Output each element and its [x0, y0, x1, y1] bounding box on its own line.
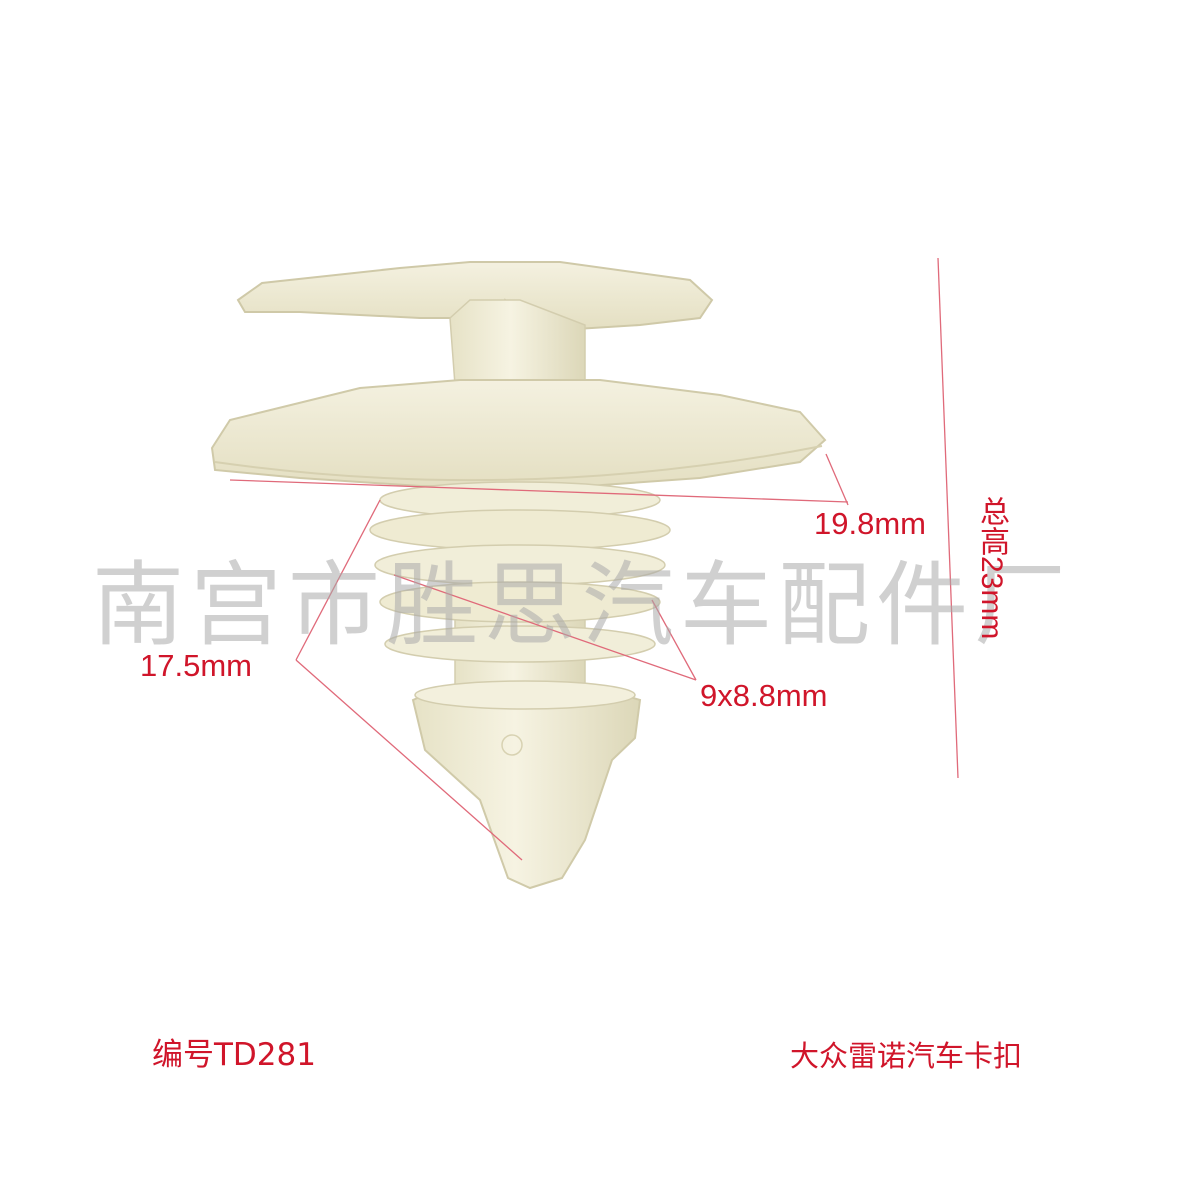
- shank-line-lower: [651, 599, 697, 681]
- stem-length-line-lower: [295, 659, 523, 861]
- stem-length-line-upper: [295, 499, 381, 661]
- head-diameter-label: 19.8mm: [814, 506, 926, 541]
- shank-size-label: 9x8.8mm: [700, 678, 828, 713]
- clip-ribbed-stem: [369, 481, 671, 697]
- product-description-label: 大众雷诺汽车卡扣: [790, 1039, 1023, 1073]
- clip-top-head: [236, 261, 714, 332]
- shank-line-upper: [393, 574, 697, 681]
- clip-cone-tip: [411, 680, 642, 890]
- part-number-label: 编号TD281: [152, 1037, 316, 1073]
- clip-umbrella-disc: [210, 379, 827, 490]
- guide-lines: [229, 257, 959, 861]
- total-height-line: [937, 257, 959, 779]
- stem-length-label: 17.5mm: [140, 648, 252, 683]
- total-height-label: 总高23mm: [975, 496, 1008, 640]
- head-diameter-tick: [825, 453, 849, 506]
- head-diameter-line: [229, 479, 849, 503]
